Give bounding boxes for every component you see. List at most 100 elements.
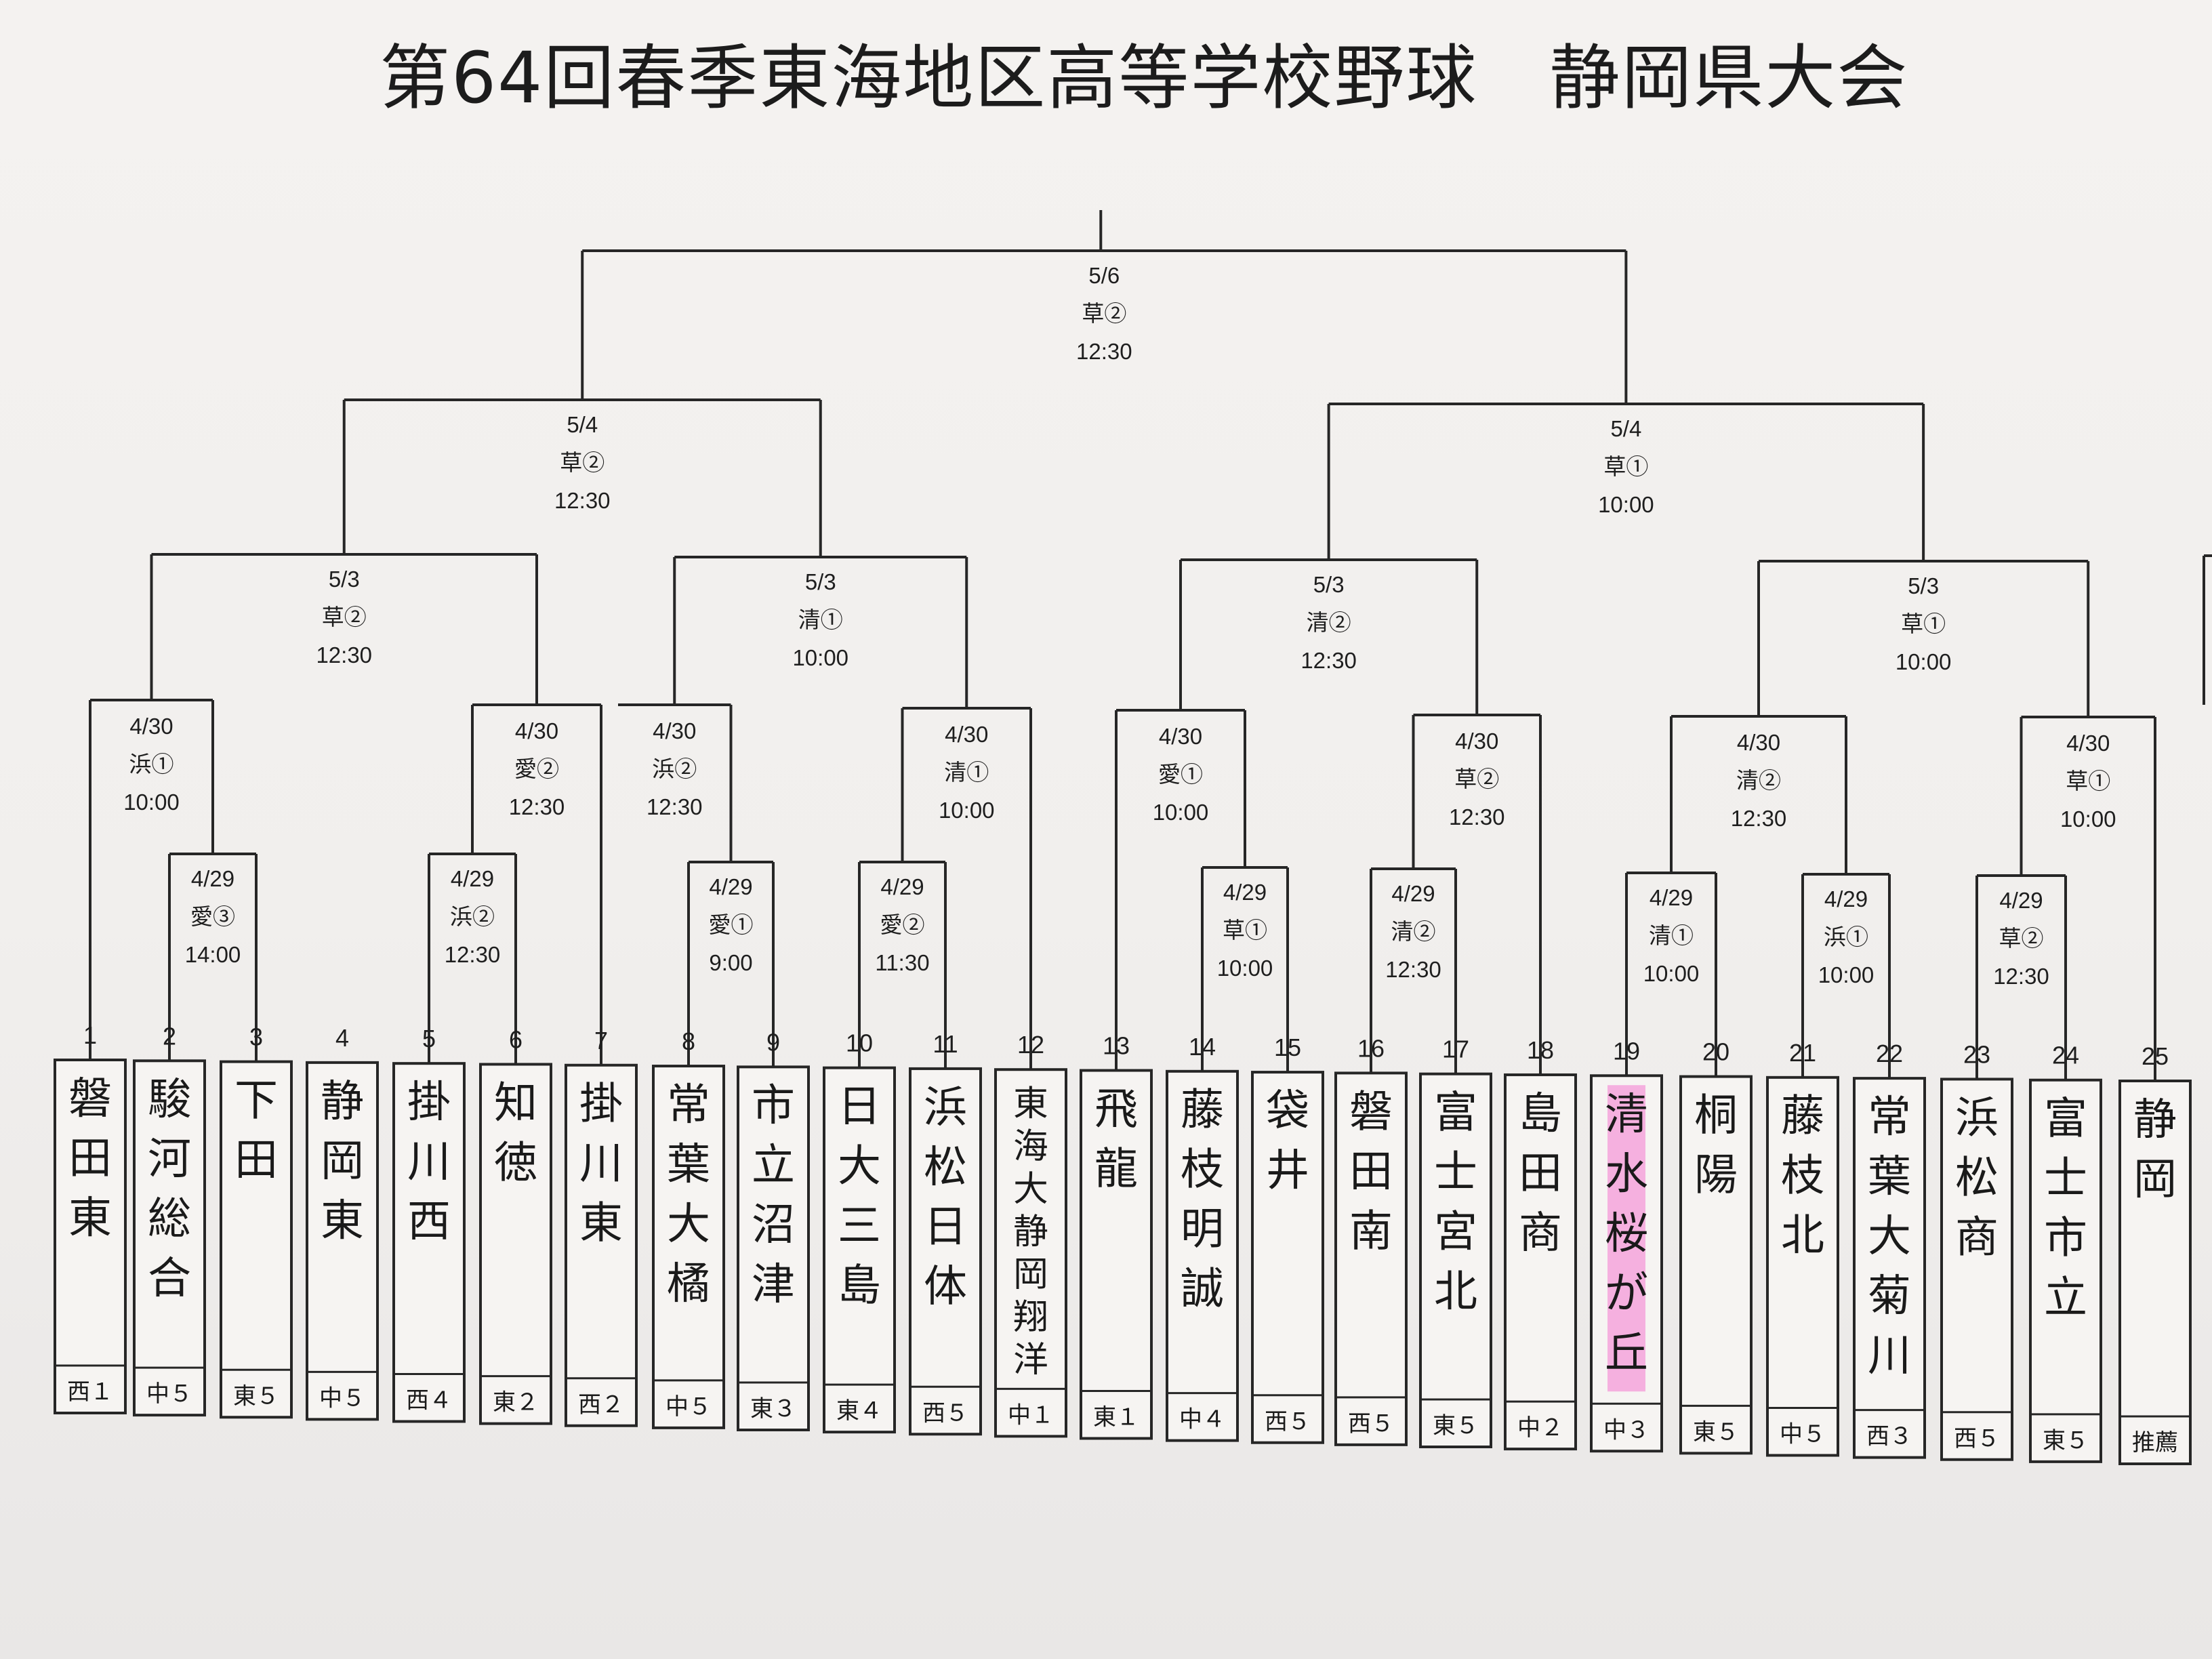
- highlight-marker: [1607, 1085, 1645, 1392]
- team-number: 24: [2052, 1042, 2079, 1069]
- team-number: 7: [594, 1027, 608, 1054]
- match-date: 4/29: [1391, 881, 1435, 906]
- team-region: 東５: [1433, 1412, 1479, 1439]
- team-name: 磐田南: [1349, 1087, 1393, 1256]
- match-time: 12:30: [1449, 804, 1505, 830]
- match-venue: 草②: [1999, 926, 2044, 951]
- team-number: 12: [1017, 1031, 1044, 1059]
- team-region: 西４: [406, 1387, 452, 1414]
- match-date: 5/3: [805, 569, 836, 594]
- match-date: 4/30: [653, 718, 696, 743]
- match-time: 12:30: [1731, 806, 1787, 831]
- match-venue: 草②: [560, 450, 605, 475]
- match-time: 10:00: [1598, 492, 1654, 517]
- team-region: 中５: [665, 1393, 712, 1420]
- match-date: 4/29: [1223, 880, 1267, 905]
- team-box: [1334, 1071, 1408, 1446]
- match-venue: 愛③: [190, 904, 235, 929]
- match-time: 10:00: [1818, 962, 1875, 987]
- match-time: 9:00: [709, 950, 752, 975]
- team-box: [2029, 1078, 2102, 1463]
- match-venue: 草①: [1901, 611, 1946, 636]
- team-box: [823, 1066, 896, 1434]
- match-venue: 草①: [1223, 918, 1267, 943]
- team-region: 西５: [1348, 1410, 1394, 1437]
- team-region: 西３: [1866, 1423, 1912, 1450]
- match-time: 11:30: [875, 950, 929, 975]
- team-name: 島田商: [1519, 1089, 1562, 1258]
- team-name: 静岡: [2133, 1095, 2177, 1205]
- match-time: 10:00: [1217, 956, 1273, 981]
- team-name: 富士宮北: [1434, 1088, 1477, 1317]
- team-name: 清水桜が丘: [1605, 1090, 1648, 1378]
- team-region: 西２: [578, 1391, 624, 1418]
- team-box: [1766, 1076, 1839, 1457]
- team-region: 中５: [1780, 1421, 1826, 1448]
- team-number: 21: [1789, 1039, 1816, 1067]
- team-name: 桐陽: [1694, 1090, 1738, 1200]
- match-time: 12:30: [554, 488, 611, 513]
- team-number: 13: [1103, 1032, 1130, 1060]
- match-time: 12:30: [1993, 964, 2049, 989]
- match-time: 12:30: [316, 642, 372, 668]
- team-region: 中３: [1603, 1416, 1650, 1443]
- team-region: 西５: [1954, 1425, 2000, 1452]
- match-time: 10:00: [939, 798, 995, 823]
- match-date: 4/30: [1159, 724, 1202, 749]
- team-name: 浜松日体: [924, 1083, 967, 1312]
- match-venue: 清②: [1307, 610, 1351, 635]
- match-date: 4/29: [191, 866, 234, 891]
- team-number: 14: [1189, 1033, 1216, 1061]
- team-box: [392, 1062, 466, 1423]
- match-venue: 草①: [1603, 454, 1648, 479]
- team-box: [54, 1059, 127, 1414]
- team-box: [1504, 1073, 1577, 1451]
- team-name: 日大三島: [838, 1082, 881, 1311]
- team-column: 1磐田東西１2駿河総合中５3下田東５4静岡東中５5掛川西西４6知徳東２7掛川東西…: [54, 1021, 2192, 1465]
- match-date: 4/30: [2066, 731, 2110, 756]
- match-time: 12:30: [1385, 957, 1441, 982]
- team-number: 4: [335, 1024, 349, 1052]
- team-box: [479, 1063, 552, 1425]
- match-time: 12:30: [1300, 648, 1357, 673]
- match-date: 4/29: [880, 874, 924, 899]
- match-date: 5/3: [1313, 572, 1345, 597]
- team-name: 掛川東: [579, 1080, 623, 1249]
- team-box: [565, 1063, 638, 1427]
- match-venue: 浜②: [652, 756, 697, 781]
- match-date: 5/6: [1088, 263, 1120, 288]
- team-region: 中２: [1517, 1414, 1563, 1441]
- team-number: 19: [1613, 1037, 1640, 1065]
- match-time: 10:00: [1153, 800, 1209, 825]
- match-date: 5/3: [1908, 573, 1939, 598]
- match-time: 10:00: [2060, 806, 2116, 832]
- team-number: 2: [163, 1022, 176, 1050]
- bracket-lines: [89, 210, 2212, 1081]
- team-region: 中５: [319, 1385, 365, 1412]
- team-number: 22: [1876, 1040, 1903, 1067]
- team-number: 20: [1702, 1038, 1729, 1066]
- team-box: [1080, 1069, 1153, 1440]
